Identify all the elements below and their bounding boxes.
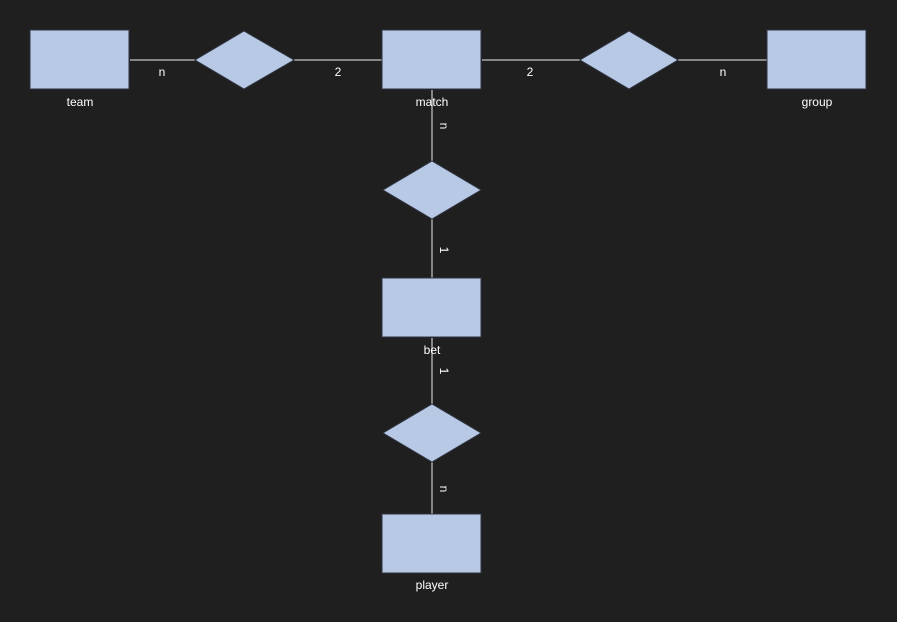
cardinality-bet-player-rel: 1 <box>437 368 451 375</box>
entity-label-group: group <box>802 95 833 109</box>
entity-label-team: team <box>67 95 94 109</box>
relationship-bet-player[interactable] <box>382 403 482 463</box>
cardinality-match-left: 2 <box>335 65 342 79</box>
entity-player[interactable] <box>381 513 482 574</box>
relationship-team-match[interactable] <box>194 30 295 90</box>
cardinality-group: n <box>720 65 727 79</box>
cardinality-match-right: 2 <box>527 65 534 79</box>
relationship-match-bet[interactable] <box>382 160 482 220</box>
entity-label-player: player <box>416 578 449 592</box>
entity-label-bet: bet <box>424 343 441 357</box>
entity-match[interactable] <box>381 29 482 90</box>
cardinality-player: n <box>437 486 451 493</box>
cardinality-match-bet-rel: n <box>437 123 451 130</box>
entity-bet[interactable] <box>381 277 482 338</box>
cardinality-bet-match-rel: 1 <box>437 247 451 254</box>
relationship-match-group[interactable] <box>579 30 679 90</box>
entity-team[interactable] <box>29 29 130 90</box>
entity-label-match: match <box>416 95 449 109</box>
cardinality-team: n <box>159 65 166 79</box>
entity-group[interactable] <box>766 29 867 90</box>
